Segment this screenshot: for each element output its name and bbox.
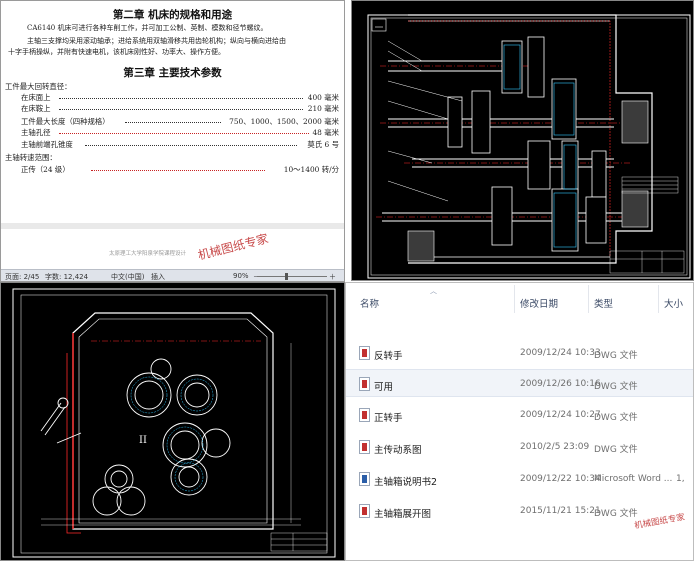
param-value: 210 毫米	[307, 104, 339, 113]
column-header-date[interactable]: 修改日期	[520, 299, 559, 310]
file-row-selected[interactable]: 可用 2009/12/26 10:16 DWG 文件	[346, 369, 693, 397]
column-header-row: 名称 修改日期 类型 大小	[346, 283, 693, 313]
zoom-level[interactable]: 90%	[233, 272, 249, 280]
next-page-top	[1, 229, 344, 269]
page-count[interactable]: 页面: 2/45	[5, 273, 40, 281]
file-date: 2009/12/24 10:27	[520, 410, 601, 420]
document-page[interactable]: 第二章 机床的规格和用途 CA6140 机床可进行各种车削工作，并可加工公制、英…	[1, 1, 344, 223]
file-row[interactable]: 主轴箱说明书2 2009/12/22 10:34 Microsoft Word …	[346, 465, 693, 493]
chapter-2-title: 第二章 机床的规格和用途	[112, 9, 233, 21]
file-name: 反转手	[374, 351, 403, 362]
param-label: 主轴前端孔锥度	[21, 140, 73, 149]
param-value: 48 毫米	[312, 128, 339, 137]
column-header-size[interactable]: 大小	[664, 299, 684, 310]
file-type: DWG 文件	[594, 413, 638, 423]
param-label: 在床面上	[21, 93, 51, 102]
file-row[interactable]: 主传动系图 2010/2/5 23:09 DWG 文件	[346, 433, 693, 461]
param-row: 正传（24 级） 10～1400 转/分	[5, 164, 339, 174]
column-divider[interactable]	[514, 285, 515, 313]
file-type: DWG 文件	[594, 382, 638, 392]
param-row: 在床面上 400 毫米	[5, 92, 339, 102]
param-row: 工件最大长度（四种规格） 750、1000、1500、2000 毫米	[5, 116, 339, 126]
word-document-window: 第二章 机床的规格和用途 CA6140 机床可进行各种车削工作，并可加工公制、英…	[0, 0, 345, 282]
chapter-2-paragraph-2-line-2: 十字手柄操纵，并附有快速电机，该机床刚性好、功率大、操作方便。	[8, 48, 225, 56]
param-value: 莫氏 6 号	[307, 140, 339, 149]
file-name: 正转手	[374, 413, 403, 424]
word-count[interactable]: 字数: 12,424	[45, 273, 89, 281]
dwg-icon	[359, 408, 370, 422]
file-name: 主传动系图	[374, 445, 422, 456]
param-label: 在床鞍上	[21, 104, 51, 113]
param-row: 主轴孔径 48 毫米	[5, 127, 339, 137]
param-value: 400 毫米	[307, 93, 339, 102]
dwg-icon	[359, 504, 370, 518]
param-row: 主轴转速范围：	[5, 152, 339, 162]
column-header-type[interactable]: 类型	[594, 299, 614, 310]
word-icon	[359, 472, 370, 486]
param-label: 工件最大回转直径：	[5, 82, 72, 91]
file-name: 可用	[374, 382, 394, 393]
cad-main-drive-section-view[interactable]: II	[0, 282, 345, 561]
chapter-2-paragraph-2-line-1: 主轴三支撑均采用滚动轴承；进给系统用双轴滑移共用齿轮机构；纵向与横向进给由	[27, 37, 286, 45]
cad-spindle-box-expanded-view[interactable]	[351, 0, 694, 281]
file-row[interactable]: 正转手 2009/12/24 10:27 DWG 文件	[346, 401, 693, 429]
dwg-icon	[359, 346, 370, 360]
zoom-slider[interactable]	[257, 276, 327, 277]
page-header-text: 太原理工大学阳泉学院课程设计	[109, 251, 187, 257]
file-date: 2015/11/21 15:21	[520, 506, 601, 516]
file-explorer: ︿ 名称 修改日期 类型 大小 反转手 2009/12/24 10:33 DWG…	[345, 282, 694, 561]
param-row: 主轴前端孔锥度 莫氏 6 号	[5, 139, 339, 149]
chapter-3-title: 第三章 主要技术参数	[123, 67, 222, 79]
param-label: 主轴孔径	[21, 128, 51, 137]
file-type: DWG 文件	[594, 445, 638, 455]
zoom-slider-thumb[interactable]	[285, 273, 288, 280]
file-type: DWG 文件	[594, 351, 638, 361]
file-date: 2009/12/26 10:16	[520, 379, 601, 389]
param-value: 10～1400 转/分	[283, 165, 339, 174]
param-row: 在床鞍上 210 毫米	[5, 103, 339, 113]
file-type: DWG 文件	[594, 509, 638, 519]
file-row[interactable]: 反转手 2009/12/24 10:33 DWG 文件	[346, 339, 693, 367]
column-divider[interactable]	[588, 285, 589, 313]
param-label: 工件最大长度（四种规格）	[21, 117, 110, 126]
file-type: Microsoft Word ...	[594, 474, 673, 484]
file-date: 2010/2/5 23:09	[520, 442, 590, 452]
zoom-out-button[interactable]: －	[253, 273, 260, 281]
sort-arrow-icon: ︿	[430, 287, 437, 295]
cad-corner-icon	[371, 18, 387, 32]
zoom-in-button[interactable]: ＋	[329, 273, 336, 281]
section-label: II	[139, 435, 147, 446]
column-header-name[interactable]: 名称	[360, 299, 380, 310]
file-row[interactable]: 主轴箱展开图 2015/11/21 15:21 DWG 文件	[346, 497, 693, 525]
insert-mode[interactable]: 插入	[151, 273, 165, 281]
dwg-icon	[359, 377, 370, 391]
file-name: 主轴箱说明书2	[374, 477, 438, 488]
param-label: 主轴转速范围：	[5, 153, 57, 162]
file-size: 1,	[676, 474, 685, 484]
dwg-icon	[359, 440, 370, 454]
file-name: 主轴箱展开图	[374, 509, 432, 520]
file-date: 2009/12/24 10:33	[520, 348, 601, 358]
word-status-bar: 页面: 2/45 字数: 12,424 中文(中国) 插入 90% － ＋	[1, 269, 344, 281]
param-value: 750、1000、1500、2000 毫米	[229, 117, 339, 126]
param-row: 工件最大回转直径：	[5, 81, 339, 91]
file-date: 2009/12/22 10:34	[520, 474, 601, 484]
column-divider[interactable]	[658, 285, 659, 313]
chapter-2-paragraph-1: CA6140 机床可进行各种车削工作，并可加工公制、英制、模数和径节螺纹。	[27, 24, 268, 32]
language-indicator[interactable]: 中文(中国)	[111, 273, 145, 281]
param-label: 正传（24 级）	[21, 165, 70, 174]
